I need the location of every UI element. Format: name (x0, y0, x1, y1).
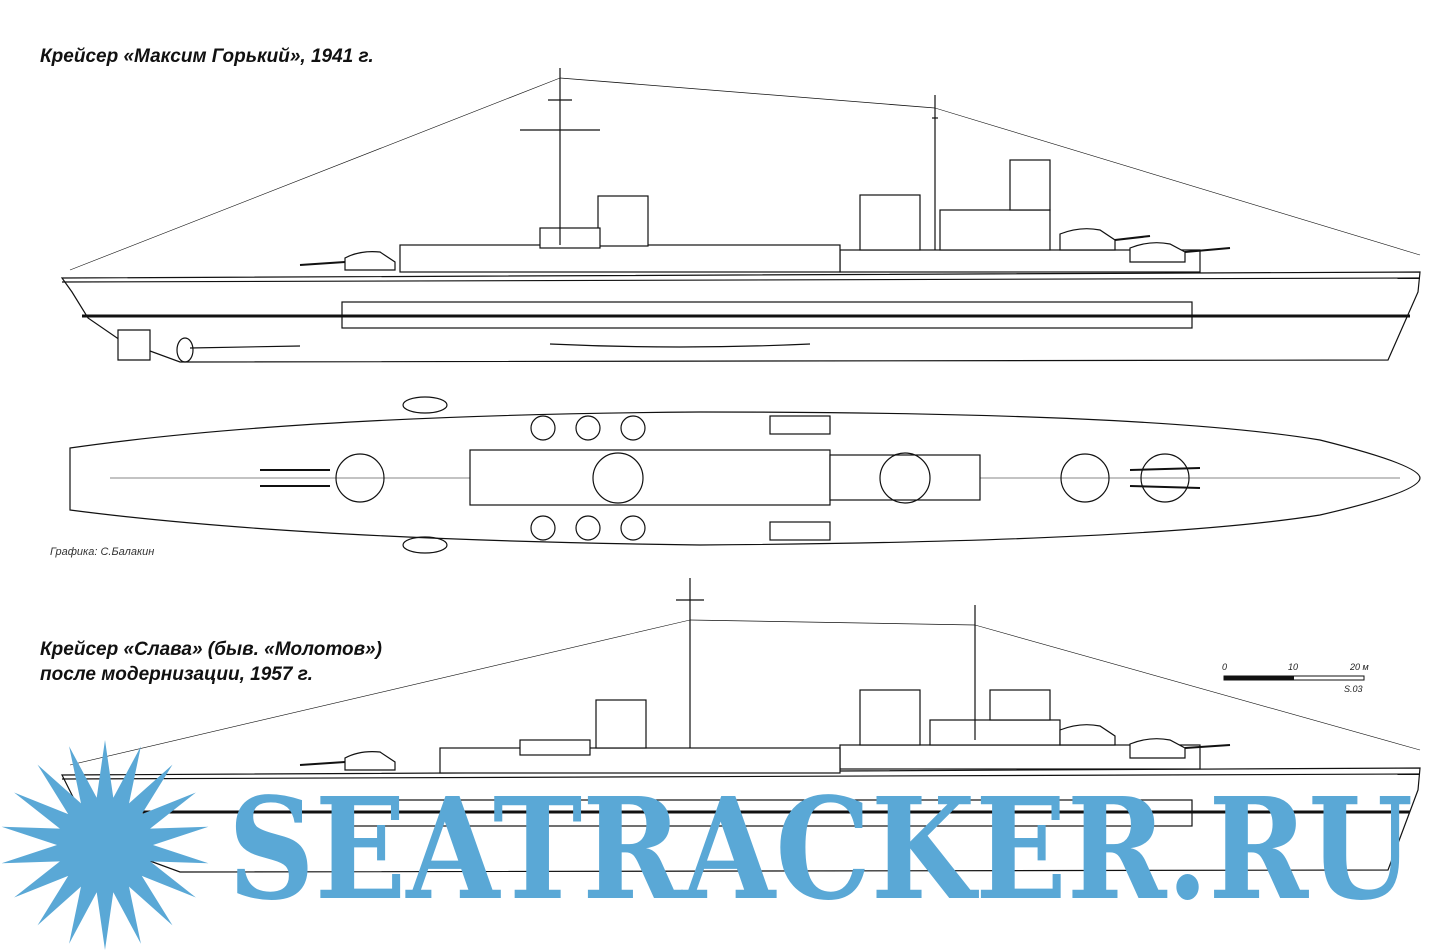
watermark-text: SEATRACKER.RU (228, 768, 1413, 932)
scale-label-10: 10 (1288, 662, 1299, 672)
ship1-title: Крейсер «Максим Горький», 1941 г. (40, 46, 374, 67)
scale-bar: 0 10 20 м S.03 (1222, 662, 1372, 702)
ship2-title-line1: Крейсер «Слава» (быв. «Молотов») (40, 639, 382, 660)
ship1-profile (60, 68, 1421, 363)
scale-signature: S.03 (1344, 684, 1363, 694)
scale-label-0: 0 (1222, 662, 1228, 672)
watermark-logo: SEATRACKER.RU (1, 740, 1413, 950)
drawing-credit: Графика: С.Балакин (50, 546, 155, 558)
ship2-title-line2: после модернизации, 1957 г. (40, 664, 313, 685)
scale-label-20: 20 м (1350, 662, 1369, 672)
ship1-plan (69, 396, 1421, 554)
watermark-sunburst-icon (1, 740, 209, 950)
